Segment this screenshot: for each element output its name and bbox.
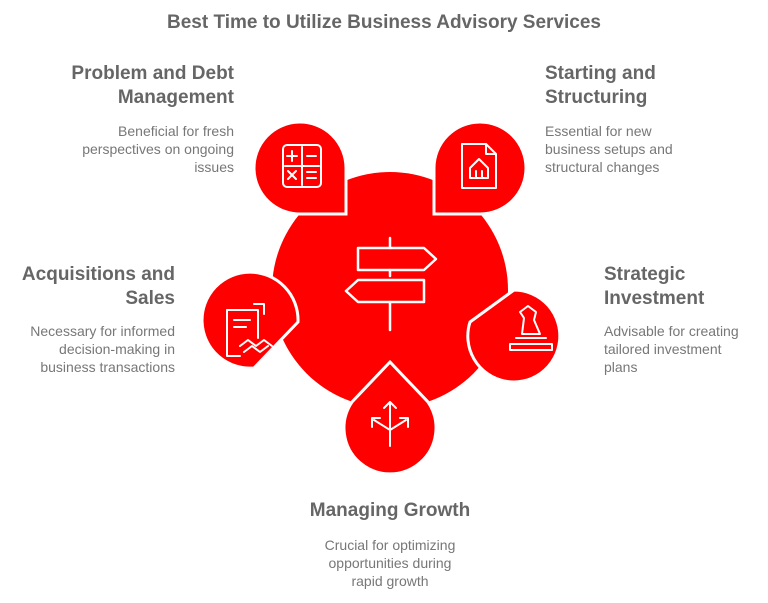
node-strategic-heading: Strategic Investment [604, 264, 705, 309]
node-acquisitions-description: Necessary for informed decision-making i… [30, 323, 175, 375]
node-problem-droplet [252, 120, 348, 216]
node-growth-description: Crucial for optimizing opportunities dur… [324, 537, 456, 589]
node-starting-droplet [432, 120, 528, 216]
node-acquisitions-droplet [200, 270, 300, 370]
node-problem-heading: Problem and Debt Management [71, 63, 234, 108]
page-title: Best Time to Utilize Business Advisory S… [166, 12, 601, 33]
signpost-icon [344, 236, 438, 332]
node-strategic-droplet [466, 288, 562, 384]
node-starting-description: Essential for new business setups and st… [545, 123, 673, 175]
node-acquisitions-heading: Acquisitions and Sales [21, 264, 175, 309]
node-strategic-description: Advisable for creating tailored investme… [604, 323, 739, 375]
split-arrows-icon [371, 401, 409, 447]
calculator-icon [282, 144, 322, 188]
chess-knight-icon [509, 305, 553, 351]
node-growth-heading: Managing Growth [309, 500, 471, 521]
node-problem-description: Beneficial for fresh perspectives on ong… [82, 123, 234, 175]
node-growth-droplet [342, 359, 438, 476]
center-circle [272, 172, 508, 408]
node-starting-heading: Starting and Structuring [545, 63, 656, 108]
document-home-icon [461, 143, 497, 189]
contract-handshake-icon [226, 303, 273, 357]
